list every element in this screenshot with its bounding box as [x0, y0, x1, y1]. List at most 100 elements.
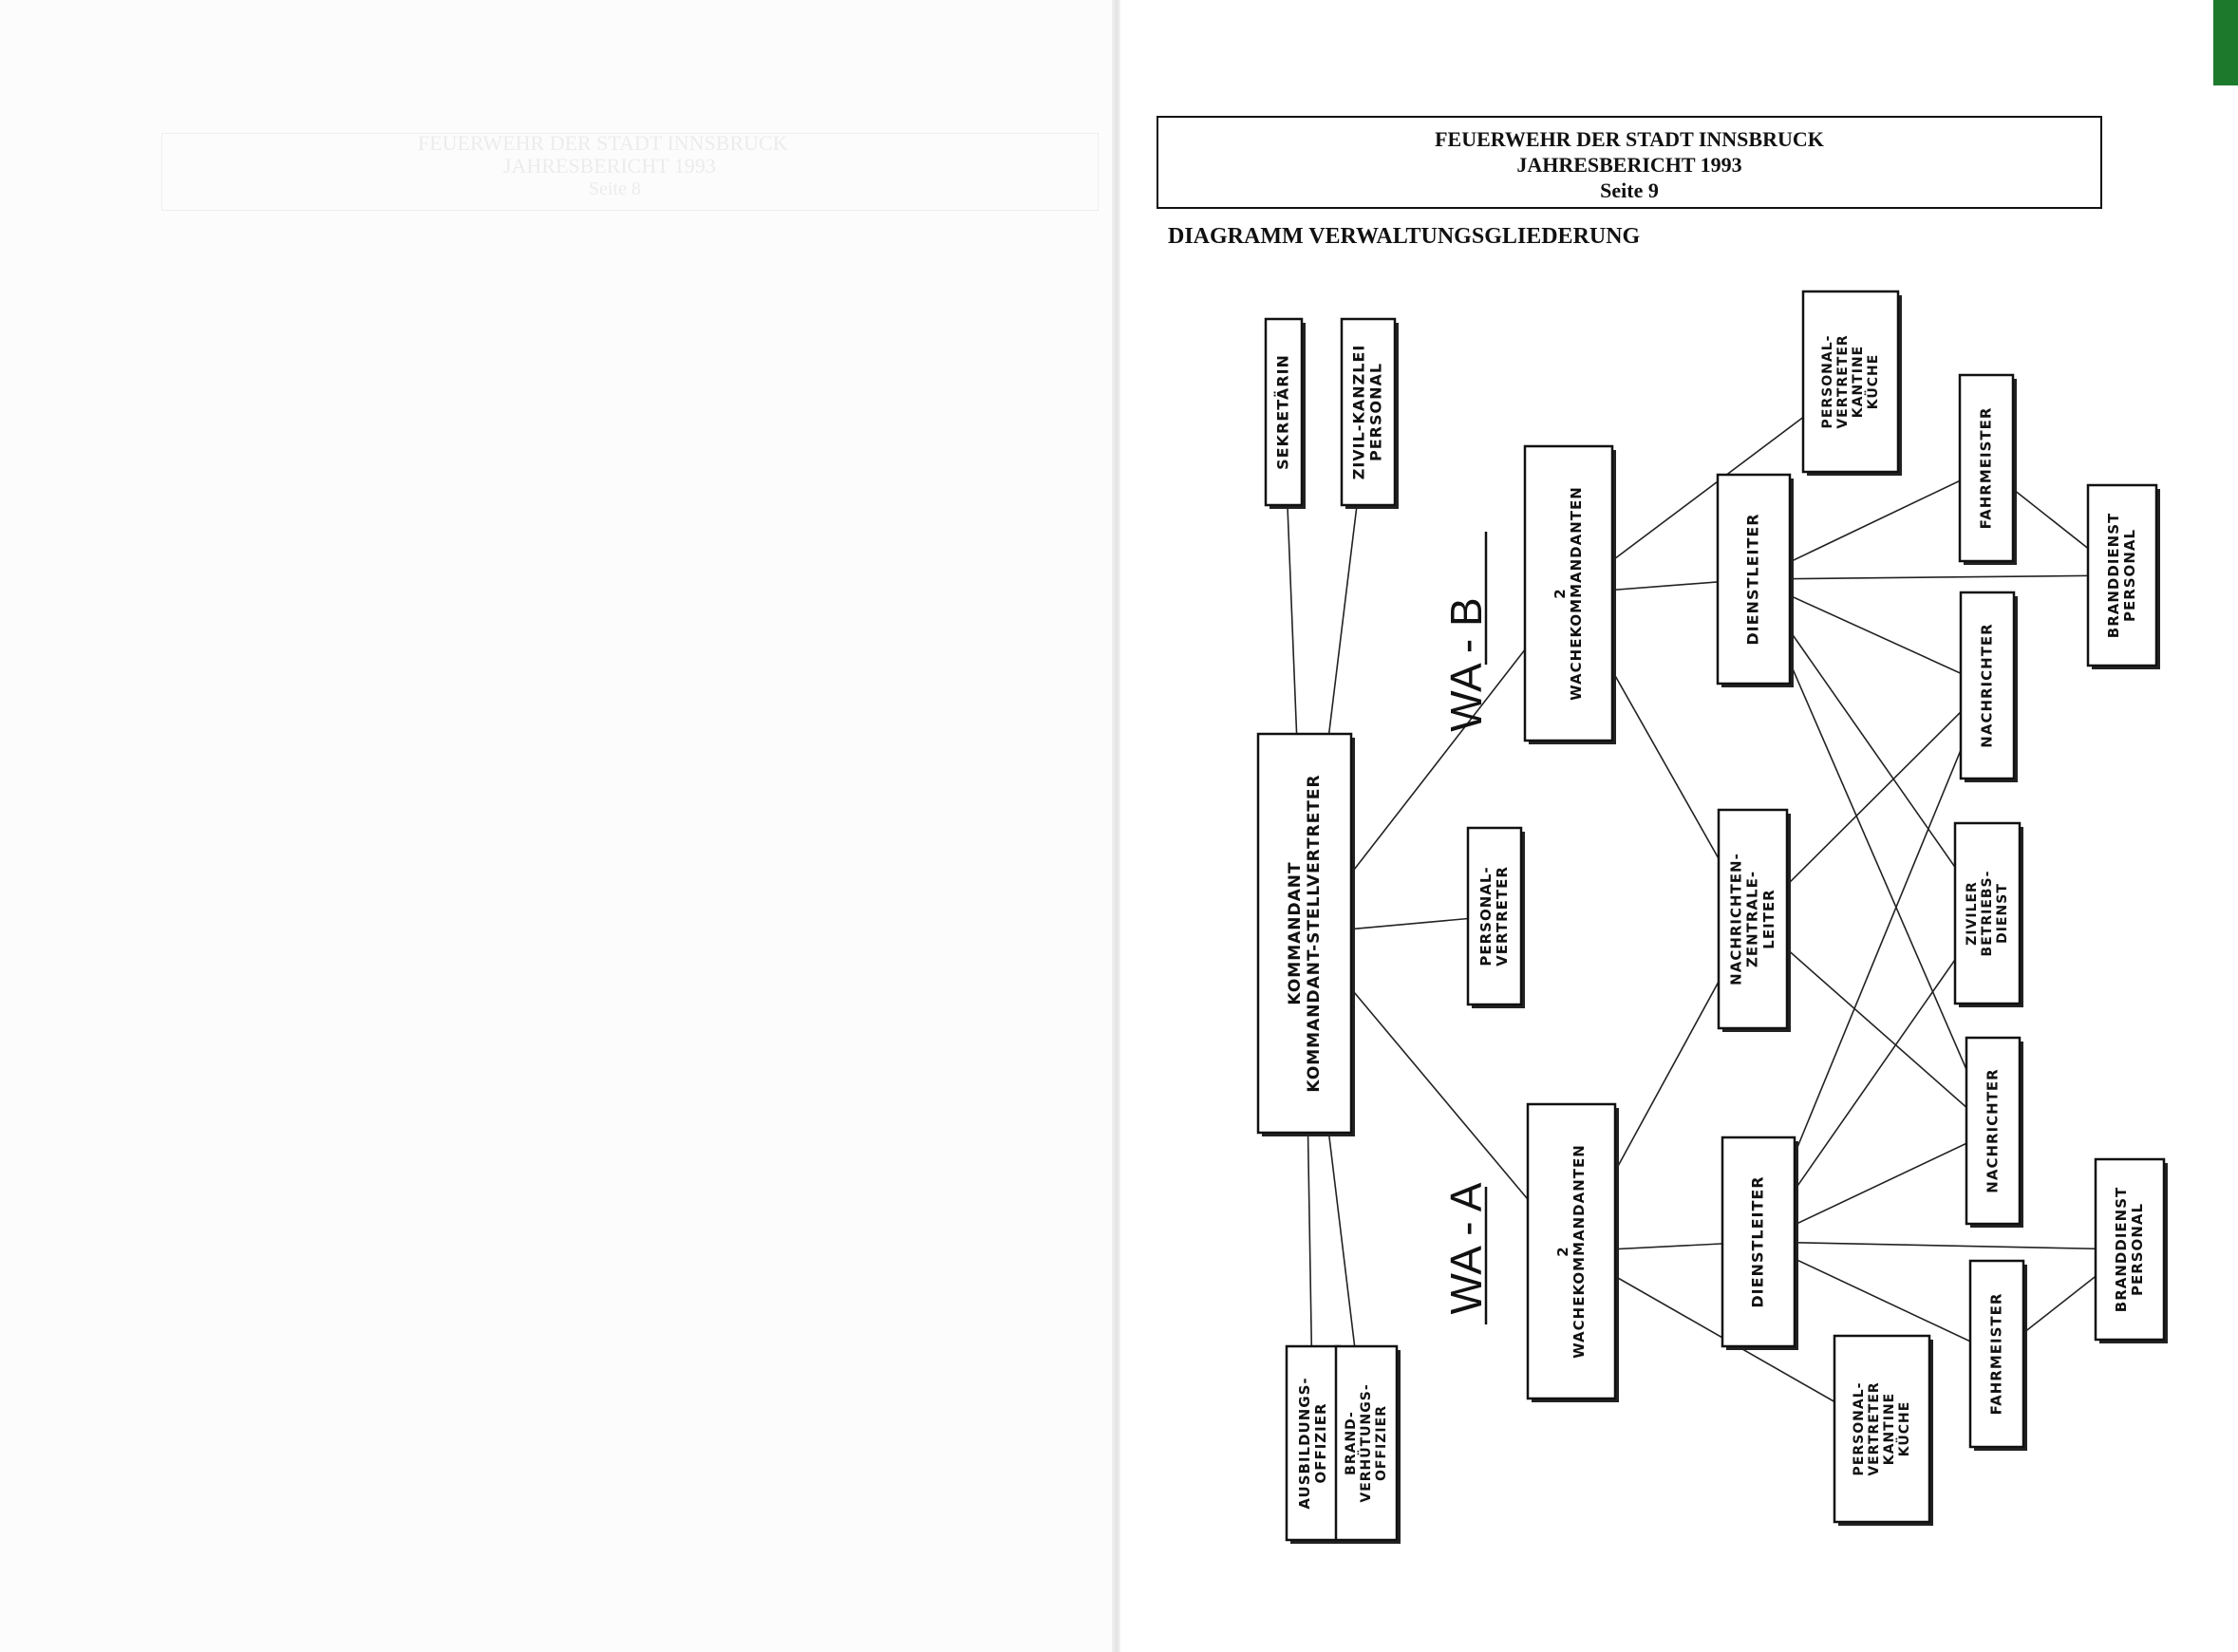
- node-box: [1334, 1344, 1399, 1542]
- edge-nachrichtenzentraleleiter-to-nachrichter-b: [1752, 685, 1988, 920]
- node-label: DIENSTLEITER: [1744, 513, 1762, 645]
- node-box: [1466, 826, 1523, 1006]
- node-label: KOMMANDANT-STELLVERTRETER: [1305, 774, 1324, 1092]
- node-brandverhuetungsoffizier: BRAND-VERHÜTUNGS-OFFIZIER: [1334, 1344, 1401, 1544]
- node-box: [1965, 1036, 2022, 1226]
- wa-a-label: WA - A: [1441, 1182, 1491, 1314]
- node-box: [1264, 317, 1304, 507]
- node-label: VERTRETER: [1494, 866, 1511, 967]
- node-dienstleiter-a: DIENSTLEITER: [1721, 1136, 1798, 1350]
- node-label: ZIVIL-KANZLEI: [1349, 345, 1367, 480]
- node-label: KOMMANDANT: [1286, 861, 1305, 1004]
- green-page-edge: [2213, 0, 2238, 85]
- left-page: FEUERWEHR DER STADT INNSBRUCK JAHRESBERI…: [161, 131, 1099, 211]
- node-label: DIENSTLEITER: [1749, 1175, 1767, 1307]
- node-label: KÜCHE: [1895, 1401, 1912, 1457]
- node-label: BRAND-: [1344, 1411, 1359, 1475]
- node-box: [1717, 808, 1789, 1030]
- edge-nachrichtenzentraleleiter-to-nachrichter-a: [1752, 918, 1994, 1132]
- node-box: [1958, 373, 2015, 563]
- show-through-header-line3: Seite 8: [589, 178, 641, 199]
- node-label: OFFIZIER: [1312, 1402, 1329, 1483]
- node-label: ZIVILER: [1965, 881, 1980, 946]
- wa-b-label: WA - B: [1441, 597, 1491, 731]
- node-box: [1340, 317, 1397, 507]
- node-label: SEKRETÄRIN: [1274, 354, 1292, 470]
- node-box: [1959, 591, 2016, 780]
- node-label: NACHRICHTEN-: [1727, 853, 1744, 986]
- node-label: OFFIZIER: [1374, 1405, 1389, 1481]
- node-nachrichter-a: NACHRICHTER: [1965, 1036, 2023, 1228]
- edge-dienstleiter-b-to-branddienst-b: [1753, 574, 2123, 580]
- node-box: [1953, 821, 2022, 1005]
- node-label: WACHEKOMMANDANTEN: [1570, 1144, 1588, 1359]
- node-fahrmeister-a: FAHRMEISTER: [1968, 1259, 2027, 1451]
- show-through-header-line2: JAHRESBERICHT 1993: [503, 154, 716, 178]
- node-box: [1721, 1136, 1796, 1348]
- node-personalvertreter-center: PERSONAL-VERTRETER: [1466, 826, 1525, 1008]
- node-label: 2: [1552, 588, 1569, 598]
- header-line-1: FEUERWEHR DER STADT INNSBRUCK: [1435, 127, 1824, 151]
- node-sekretaerin: SEKRETÄRIN: [1264, 317, 1306, 509]
- node-label: ZENTRALE-: [1744, 871, 1761, 967]
- node-label: VERTRETER: [1835, 334, 1851, 428]
- node-label: BRANDDIENST: [2113, 1187, 2130, 1312]
- group-label-wa-b: WA - B: [1441, 532, 1491, 732]
- node-label: VERHÜTUNGS-: [1357, 1383, 1374, 1502]
- node-fahrmeister-b: FAHRMEISTER: [1958, 373, 2017, 565]
- node-label: NACHRICHTER: [1984, 1068, 2002, 1192]
- show-through-header-line1: FEUERWEHR DER STADT INNSBRUCK: [418, 131, 788, 155]
- node-label: FAHRMEISTER: [1978, 407, 1995, 530]
- node-box: [2086, 483, 2158, 667]
- node-label: PERSONAL-: [1477, 866, 1495, 966]
- node-box: [1256, 732, 1353, 1135]
- node-box: [1968, 1259, 2025, 1449]
- node-label: PERSONAL: [1367, 363, 1385, 461]
- node-label: WACHEKOMMANDANTEN: [1568, 486, 1585, 701]
- node-box: [2094, 1157, 2166, 1342]
- node-label: KANTINE: [1882, 1393, 1897, 1465]
- node-label: 2: [1554, 1246, 1571, 1256]
- node-box: [1716, 473, 1792, 685]
- node-box: [1526, 1102, 1617, 1400]
- node-box: [1523, 444, 1614, 742]
- node-nachrichtenzentraleleiter: NACHRICHTEN-ZENTRALE-LEITER: [1717, 808, 1791, 1032]
- node-label: NACHRICHTER: [1979, 623, 1996, 747]
- node-label: FAHRMEISTER: [1988, 1293, 2005, 1416]
- node-label: KÜCHE: [1864, 354, 1881, 410]
- node-box: [1285, 1344, 1342, 1542]
- node-label: BETRIEBS-: [1980, 871, 1995, 957]
- node-label: VERTRETER: [1867, 1381, 1882, 1475]
- node-label: LEITER: [1760, 889, 1777, 948]
- node-nachrichter-b: NACHRICHTER: [1959, 591, 2018, 782]
- node-box: [1833, 1334, 1931, 1524]
- node-label: PERSONAL-: [1852, 1382, 1867, 1476]
- node-label: PERSONAL-: [1820, 335, 1835, 429]
- node-label: DIENST: [1995, 883, 2010, 944]
- node-label: PERSONAL: [2129, 1203, 2146, 1296]
- node-box: [1801, 290, 1900, 474]
- node-label: BRANDDIENST: [2105, 513, 2122, 638]
- book-spine: [1112, 0, 1121, 1652]
- header-line-2: JAHRESBERICHT 1993: [1516, 153, 1742, 177]
- group-label-wa-a: WA - A: [1441, 1182, 1491, 1324]
- node-label: KANTINE: [1851, 346, 1866, 418]
- edge-dienstleiter-a-to-branddienst-a: [1758, 1241, 2131, 1250]
- node-ausbildungsoffizier: AUSBILDUNGS-OFFIZIER: [1285, 1344, 1344, 1544]
- node-dienstleiter-b: DIENSTLEITER: [1716, 473, 1794, 687]
- node-label: PERSONAL: [2121, 529, 2138, 622]
- report-header: FEUERWEHR DER STADT INNSBRUCK JAHRESBERI…: [1157, 116, 2102, 209]
- diagram-title: DIAGRAMM VERWALTUNGSGLIEDERUNG: [1168, 224, 1641, 249]
- node-label: AUSBILDUNGS-: [1296, 1377, 1313, 1509]
